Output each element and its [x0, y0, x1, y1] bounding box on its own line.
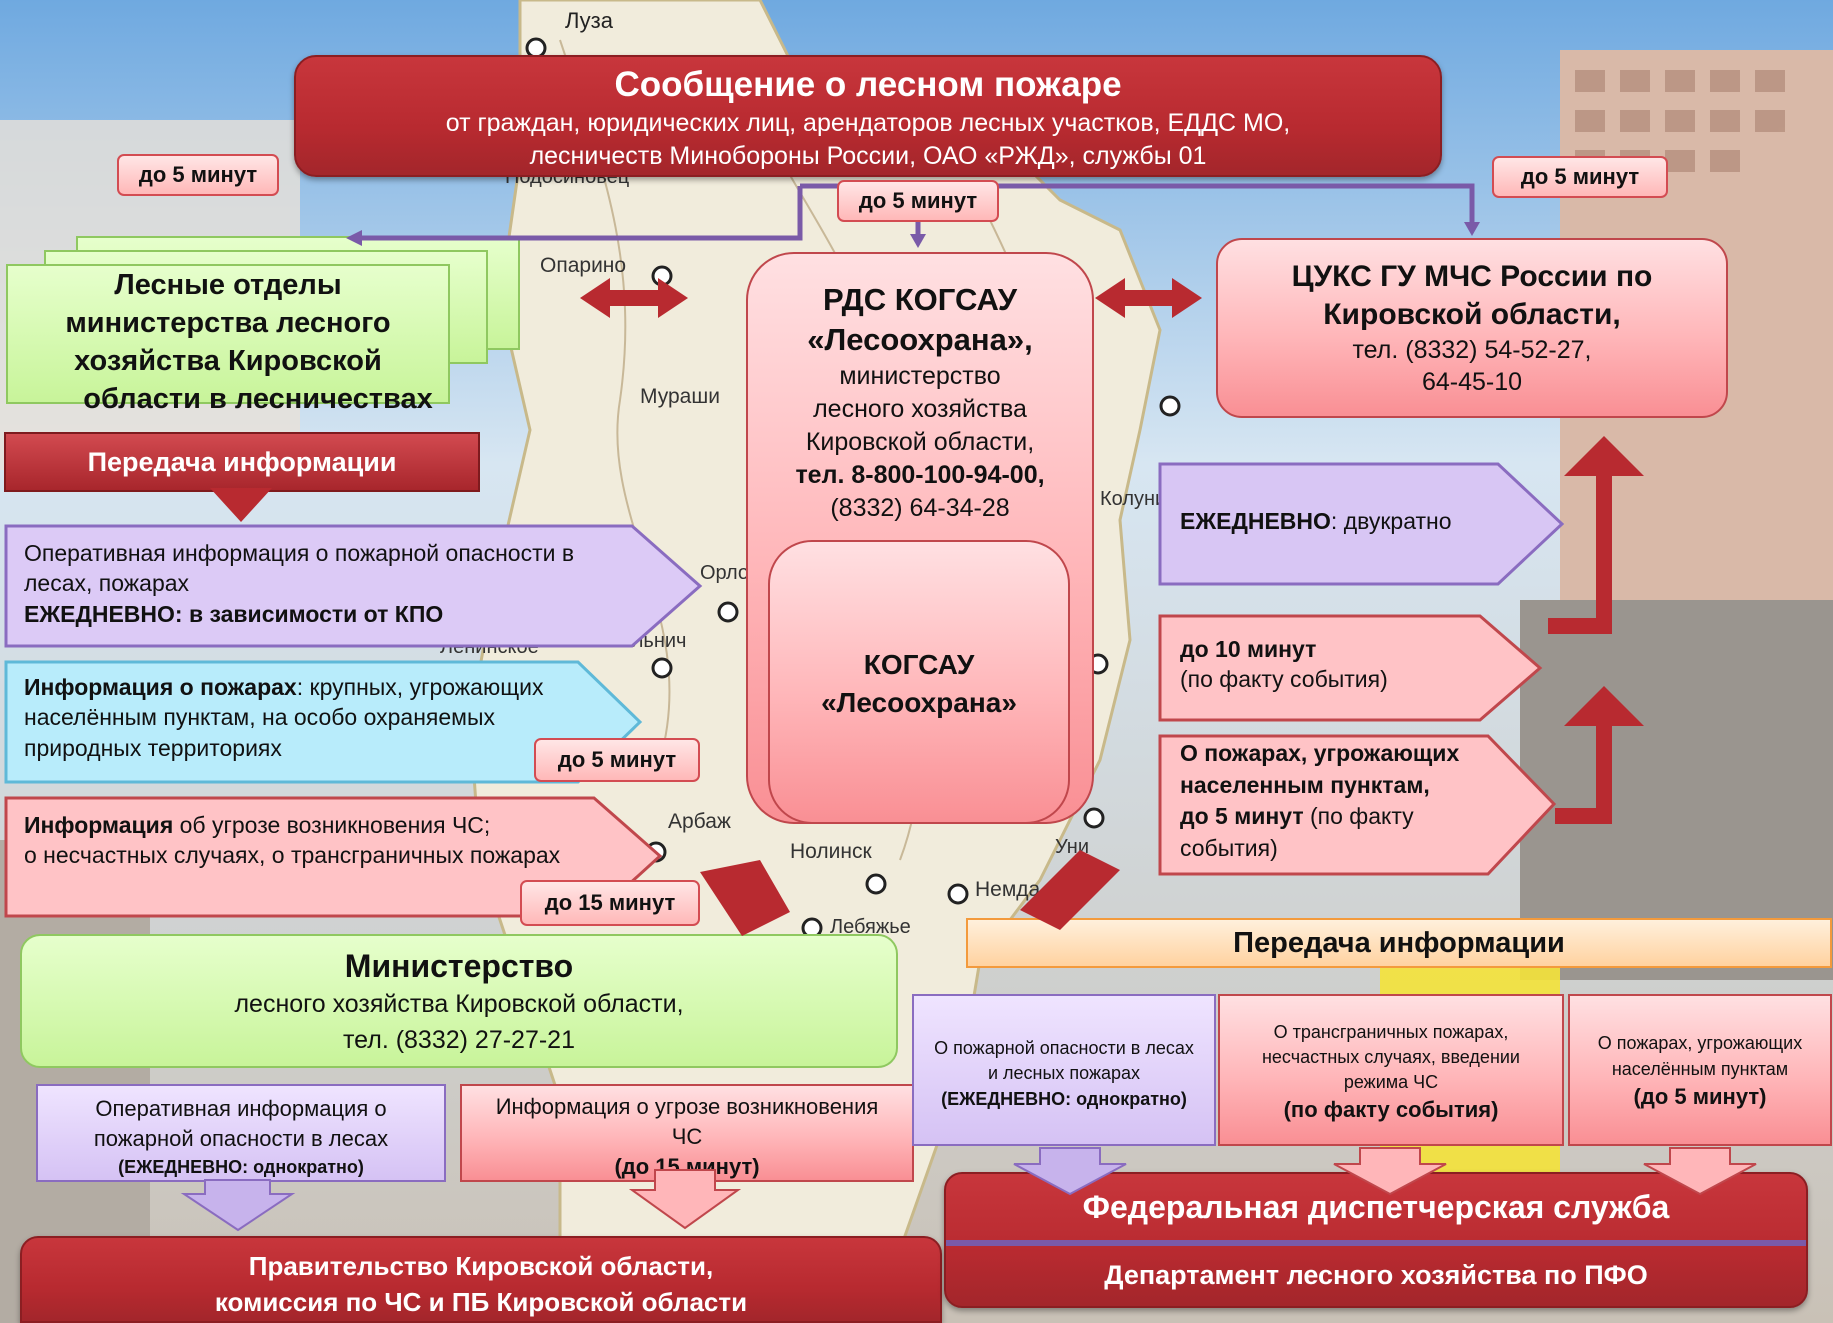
tsuks-line: ЦУКС ГУ МЧС России по [1291, 260, 1653, 293]
map-label: Орлов [700, 562, 760, 584]
right-threat-item: О пожарах, угрожающих населенным пунктам… [1158, 734, 1558, 876]
item-bold: Информация [24, 812, 174, 838]
ministry-line: лесного хозяйства Кировской области, [234, 990, 684, 1018]
item-line: населённым пунктам, на особо охраняемых [24, 704, 495, 731]
item-rest: : крупных, угрожающих [296, 674, 544, 700]
info-line-bold: (ЕЖЕДНЕВНО: однократно) [118, 1157, 364, 1177]
rds-line: «Лесоохрана», [807, 322, 1033, 357]
right-transfer-banner: Передача информации [966, 918, 1832, 968]
header-line-1: от граждан, юридических лиц, арендаторов… [445, 109, 1291, 137]
government-line: Правительство Кировской области, [248, 1251, 714, 1281]
ministry-box: Министерство лесного хозяйства Кировской… [20, 934, 898, 1068]
fed-item-c: О пожарах, угрожающих населённым пунктам… [1568, 994, 1832, 1146]
tsuks-box: ЦУКС ГУ МЧС России по Кировской области,… [1216, 238, 1728, 418]
government-banner: Правительство Кировской области, комисси… [20, 1236, 942, 1323]
map-label: Арбаж [668, 810, 731, 833]
tsuks-phone-2: 64-45-10 [1421, 368, 1523, 396]
header-message-banner: Сообщение о лесном пожаре от граждан, юр… [294, 55, 1442, 177]
kogsau-box: КОГСАУ «Лесоохрана» [768, 540, 1070, 824]
info-line: Информация о угрозе возникновения [495, 1094, 879, 1119]
item-bold: Информация о пожарах [24, 674, 297, 700]
map-label: Мураши [640, 385, 720, 408]
info-line-bold: (до 15 минут) [614, 1154, 760, 1179]
map-label: Опарино [540, 254, 627, 277]
info-line: несчастных случаях, введении [1261, 1047, 1520, 1067]
info-line: режима ЧС [1343, 1072, 1439, 1092]
info-line-bold: (по факту события) [1283, 1097, 1499, 1122]
item-bold: до 10 минут [1180, 636, 1317, 662]
item-rest: об угрозе возникновения ЧС; [173, 812, 491, 838]
item-line-bold: ЕЖЕДНЕВНО: в зависимости от КПО [24, 600, 444, 627]
time-tag: до 15 минут [520, 880, 700, 926]
info-line: Оперативная информация о [95, 1096, 387, 1121]
item-bold: ЕЖЕДНЕВНО [1180, 508, 1331, 534]
forest-depts-line: Лесные отделы [114, 269, 342, 301]
ministry-title: Министерство [344, 948, 574, 984]
item-line: о несчастных случаях, о трансграничных п… [24, 842, 561, 869]
federal-title: Федеральная диспетчерская служба [946, 1174, 1806, 1246]
header-title: Сообщение о лесном пожаре [614, 65, 1122, 104]
forest-depts-line: министерства лесного [65, 307, 391, 339]
item-line: (по факту события) [1180, 666, 1388, 693]
federal-dept: Департамент лесного хозяйства по ПФО [1104, 1260, 1648, 1290]
left-cyan-item: Информация о пожарах: крупных, угрожающи… [4, 660, 644, 784]
item-line: события) [1180, 835, 1278, 862]
left-violet-item: Оперативная информация о пожарной опасно… [4, 524, 704, 648]
kogsau-line: КОГСАУ [863, 649, 975, 680]
rds-line: Кировской области, [805, 428, 1035, 456]
ministry-phone: тел. (8332) 27-27-21 [342, 1026, 575, 1054]
federal-banner: Федеральная диспетчерская служба Департа… [944, 1172, 1808, 1308]
rds-phone-2: (8332) 64-34-28 [830, 494, 1010, 522]
map-label: Уни [1055, 836, 1090, 858]
info-line-bold: (до 5 минут) [1633, 1084, 1767, 1109]
item-rest: (по факту [1303, 803, 1414, 830]
rds-line: лесного хозяйства [813, 395, 1027, 423]
item-line: Оперативная информация о пожарной опасно… [24, 540, 575, 566]
time-tag: до 5 минут [837, 180, 999, 222]
rds-line: РДС КОГСАУ [822, 282, 1018, 317]
item-line: лесах, пожарах [24, 570, 190, 597]
kogsau-line: «Лесоохрана» [821, 687, 1017, 718]
government-line: комиссия по ЧС и ПБ Кировской области [214, 1287, 748, 1317]
info-line: и лесных пожарах [987, 1063, 1141, 1083]
right-ten-min-item: до 10 минут (по факту события) [1158, 614, 1544, 722]
time-tag: до 5 минут [534, 738, 700, 782]
rds-line: министерство [839, 362, 1001, 390]
header-line-2: лесничеств Минобороны России, ОАО «РЖД»,… [529, 142, 1207, 170]
item-bold: населенным пунктам, [1180, 771, 1430, 798]
item-rest: : двукратно [1330, 508, 1452, 534]
rds-phone: тел. 8-800-100-94-00, [795, 461, 1045, 489]
tsuks-line: Кировской области, [1323, 298, 1621, 331]
left-transfer-banner: Передача информации [4, 432, 480, 492]
info-line-bold: (ЕЖЕДНЕВНО: однократно) [941, 1089, 1187, 1109]
ministry-left-info: Оперативная информация о пожарной опасно… [36, 1084, 446, 1182]
forest-depts-box: Лесные отделы министерства лесного хозяй… [6, 264, 450, 415]
map-label-luza: Луза [565, 8, 614, 33]
time-tag: до 5 минут [117, 154, 279, 196]
forest-depts-line: хозяйства Кировской [74, 345, 382, 377]
fed-item-b: О трансграничных пожарах, несчастных слу… [1218, 994, 1564, 1146]
info-line: О пожарах, угрожающих [1597, 1033, 1803, 1053]
fed-item-a: О пожарной опасности в лесах и лесных по… [912, 994, 1216, 1146]
map-label: Немда [975, 878, 1041, 901]
right-violet-item: ЕЖЕДНЕВНО: двукратно [1158, 462, 1566, 586]
item-bold: О пожарах, угрожающих [1180, 740, 1460, 766]
item-bold: до 5 минут [1180, 803, 1304, 830]
left-pink-item: Информация об угрозе возникновения ЧС; о… [4, 796, 664, 918]
info-line: О пожарной опасности в лесах [934, 1038, 1194, 1058]
time-tag: до 5 минут [1492, 156, 1668, 198]
info-line: О трансграничных пожарах, [1273, 1022, 1509, 1042]
tsuks-phone: тел. (8332) 54-52-27, [1352, 336, 1592, 364]
info-line: пожарной опасности в лесах [93, 1126, 389, 1151]
map-label: Нолинск [790, 840, 872, 863]
info-line: ЧС [671, 1124, 703, 1149]
info-line: населённым пунктам [1611, 1059, 1789, 1079]
forest-depts-line: области в лесничествах [83, 383, 433, 415]
map-label: Лебяжье [830, 916, 911, 938]
item-line: природных территориях [24, 734, 282, 761]
ministry-right-info: Информация о угрозе возникновения ЧС (до… [460, 1084, 914, 1182]
